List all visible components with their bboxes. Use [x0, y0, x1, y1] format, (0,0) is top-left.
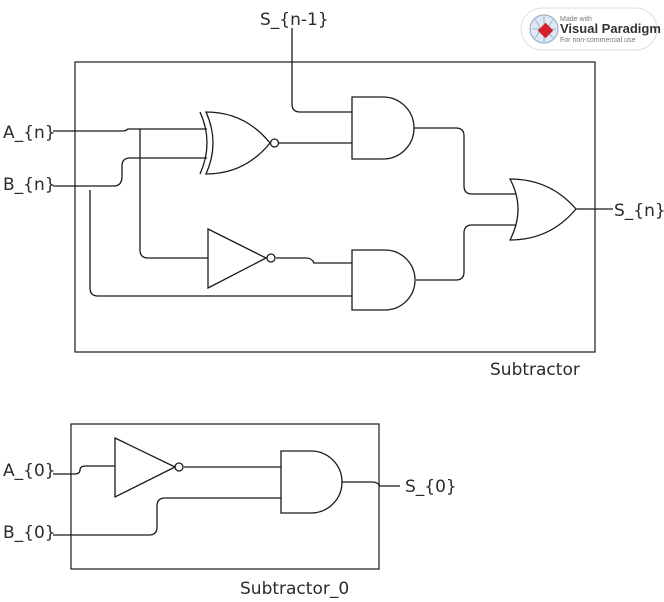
subtractor-title: Subtractor: [490, 360, 580, 380]
or-gate[interactable]: [508, 178, 577, 241]
watermark-line3: For non-commercial use: [560, 37, 636, 44]
xnor-gate[interactable]: [199, 111, 280, 175]
watermark-badge: [520, 7, 658, 51]
output-label-s-0: S_{0}: [405, 477, 457, 497]
not-gate-0-bubble: [174, 462, 184, 472]
not-body: [207, 227, 268, 290]
and-gate-0[interactable]: [280, 450, 343, 514]
subtractor0-box[interactable]: [70, 423, 380, 570]
subtractor-block: Subtractor S_{n-1} A_{n} B_{n} S_{n}: [3, 10, 664, 380]
and-gate-1-body: [351, 96, 415, 160]
xnor-back-curve: [199, 111, 208, 175]
and-gate-2[interactable]: [351, 249, 416, 311]
xnor-body: [204, 111, 271, 175]
wire-b-n-branch: [89, 190, 352, 297]
and-gate-0-body: [280, 450, 343, 514]
xnor-bubble: [269, 138, 280, 148]
wire-and2-out: [416, 224, 516, 281]
not-gate-0-body: [114, 436, 177, 499]
wire-a-0: [53, 465, 115, 475]
output-label-s-n: S_{n}: [614, 201, 664, 221]
subtractor0-title: Subtractor_0: [240, 579, 349, 599]
input-label-a-0: A_{0}: [3, 461, 56, 481]
watermark-line1: Made with: [560, 16, 592, 23]
and-gate-2-body: [351, 249, 416, 311]
input-label-a-n: A_{n}: [3, 123, 56, 143]
wire-and1-out: [414, 127, 516, 195]
input-label-s-prev: S_{n-1}: [260, 10, 329, 30]
not-gate-0[interactable]: [114, 436, 184, 499]
input-label-b-0: B_{0}: [3, 523, 56, 543]
subtractor-box[interactable]: [74, 61, 596, 353]
and-gate-1[interactable]: [351, 96, 415, 160]
wire-not-out: [276, 257, 352, 264]
input-label-b-n: B_{n}: [3, 175, 56, 195]
wire-a-n: [53, 128, 207, 132]
wire-a-n-branch: [139, 129, 208, 259]
subtractor0-block: Subtractor_0 A_{0} B_{0} S_{0}: [3, 423, 457, 599]
wire-b-n: [53, 157, 207, 187]
wire-b-0: [53, 497, 281, 536]
wire-and0-out: [341, 481, 400, 487]
visual-paradigm-watermark: Made with Visual Paradigm For non-commer…: [520, 7, 661, 51]
not-gate[interactable]: [207, 227, 276, 290]
or-gate-body: [508, 178, 577, 241]
not-bubble: [266, 253, 276, 263]
wire-s-prev: [291, 28, 352, 113]
watermark-line2: Visual Paradigm: [560, 21, 661, 36]
